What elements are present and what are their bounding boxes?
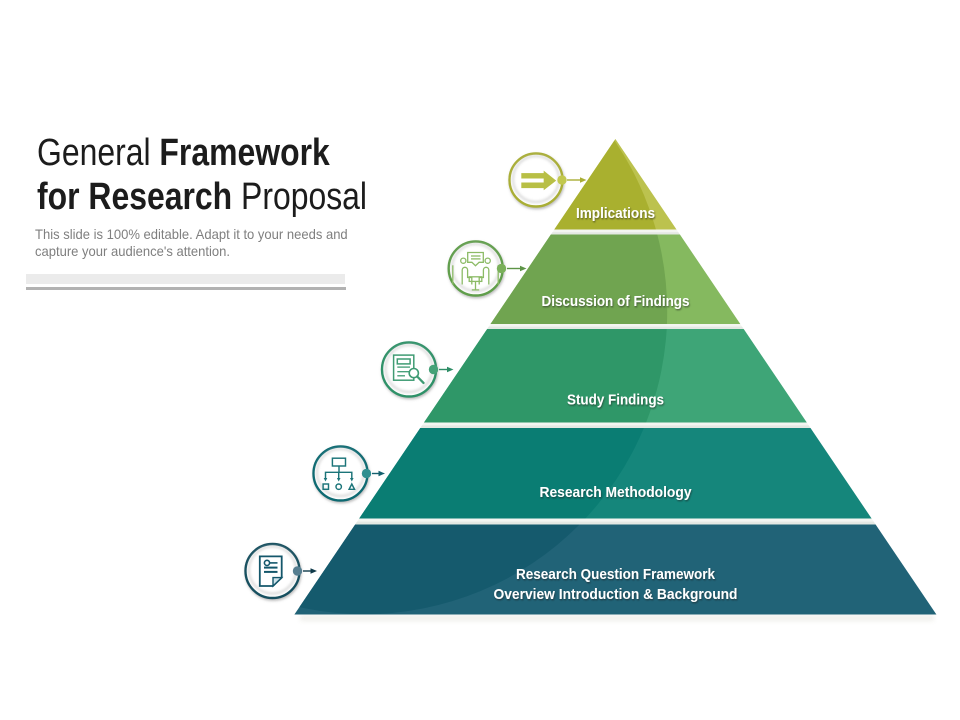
svg-text:Implications: Implications	[576, 206, 655, 222]
svg-text:Overview Introduction & Backgr: Overview Introduction & Background	[494, 587, 738, 603]
svg-text:Research Question Framework: Research Question Framework	[516, 567, 716, 583]
svg-text:Study Findings: Study Findings	[567, 392, 664, 408]
svg-text:Research Methodology: Research Methodology	[540, 485, 693, 501]
svg-text:Discussion of Findings: Discussion of Findings	[542, 294, 690, 310]
